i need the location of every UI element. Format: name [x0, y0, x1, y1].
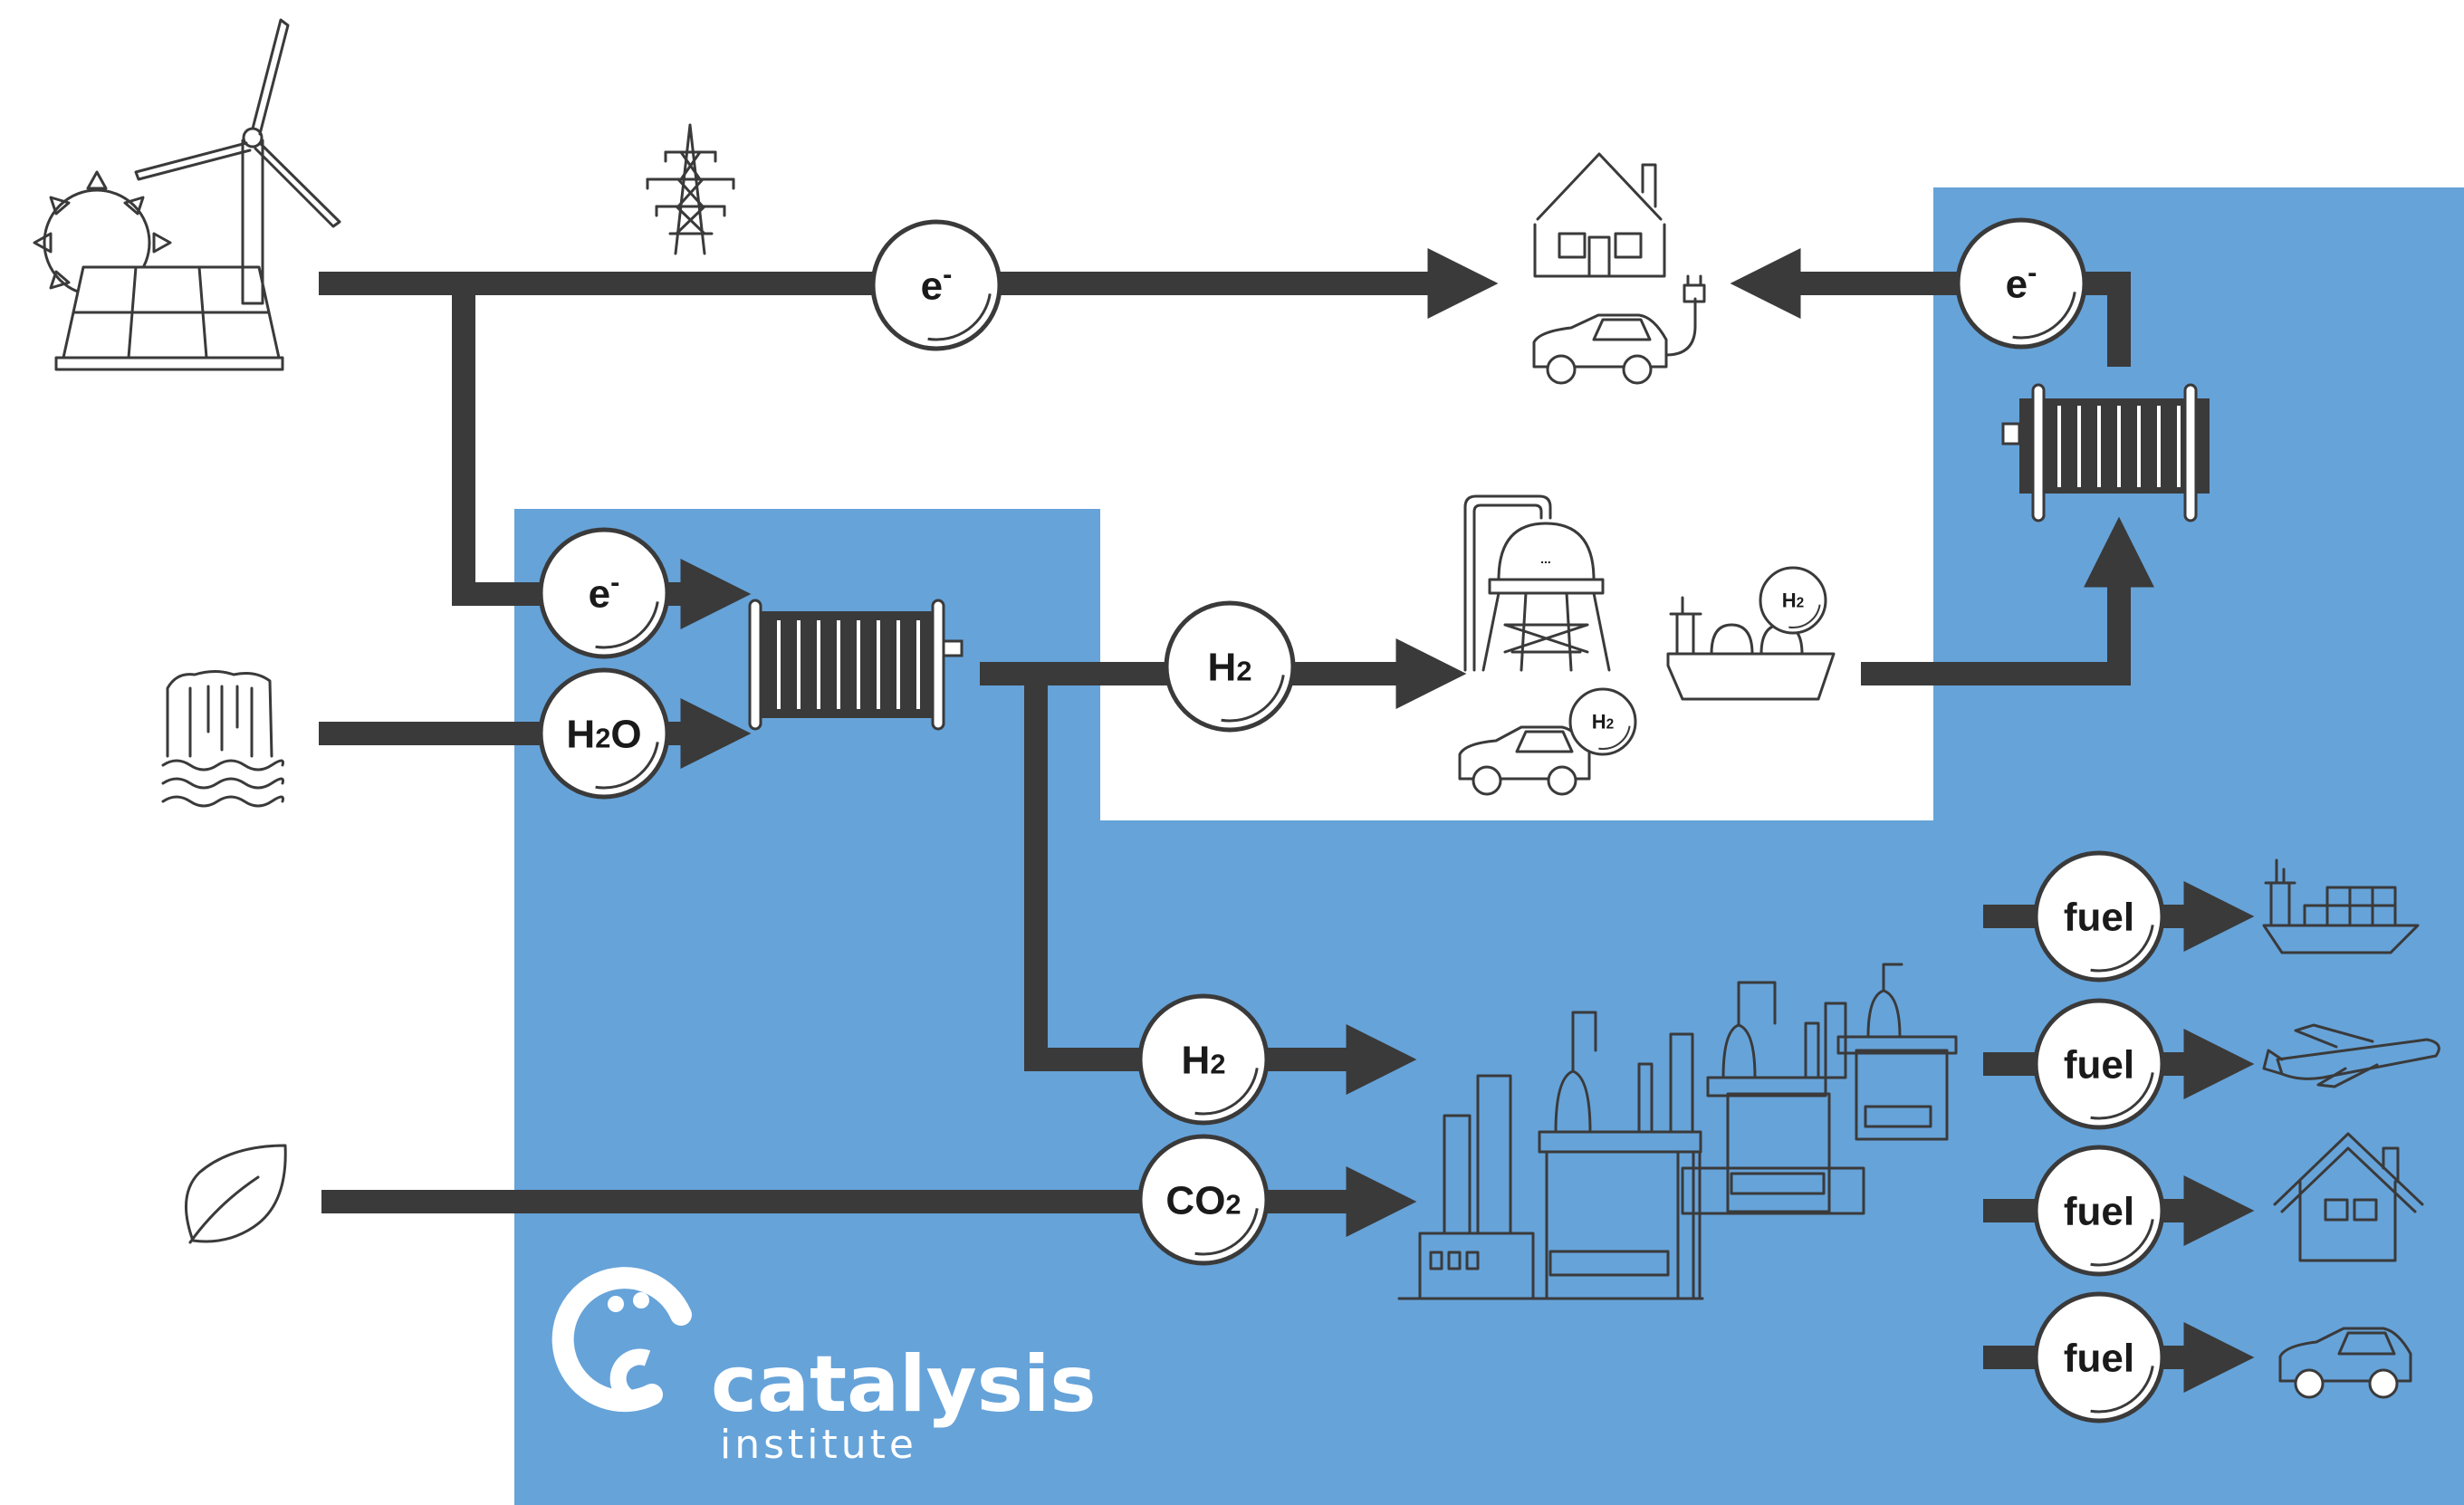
house-icon	[2273, 1132, 2424, 1262]
bubble-electricity-right: e-	[1955, 217, 2087, 350]
bubble-label: H2	[1592, 711, 1614, 733]
flow-electricity-return	[1730, 248, 2131, 367]
bubble-label: H2	[1782, 590, 1804, 612]
cargo-ship-icon	[2262, 858, 2420, 954]
blue-process-panel	[514, 187, 2464, 1505]
logo-name: catalysis	[711, 1339, 1097, 1430]
bubble-water-input: H2O	[538, 667, 670, 800]
bubble-label: fuel	[2064, 1042, 2134, 1087]
bubble-co2-input: CO2	[1137, 1134, 1270, 1266]
airplane-icon	[2262, 1023, 2440, 1088]
flow-ship-to-fuelcell	[1861, 516, 2154, 685]
bubble-electricity-top: e-	[870, 219, 1002, 351]
power-pylon-icon	[646, 123, 735, 255]
house-icon	[1533, 152, 1666, 278]
bubble-label: H2	[1182, 1038, 1226, 1082]
bubble-label: fuel	[2064, 895, 2134, 939]
bubble-label: CO2	[1165, 1178, 1241, 1222]
electrolyzer-stack-icon	[748, 599, 964, 731]
fuel-cell-stack-icon	[2001, 383, 2210, 522]
bubble-label: fuel	[2064, 1336, 2134, 1380]
electric-car-icon	[1532, 274, 1706, 385]
bubble-fuel-house: fuel	[2033, 1145, 2165, 1277]
bubble-label: e-	[921, 258, 953, 309]
hydrogen-car-icon	[1458, 725, 1591, 796]
bubble-hydrogen-synthesis: H2	[1137, 993, 1270, 1126]
catalysis-logo-mark	[551, 1267, 692, 1413]
car-icon	[2278, 1327, 2412, 1399]
bubble-electricity-input: e-	[538, 527, 670, 659]
solar-panel-wind-turbine-icon	[33, 18, 341, 371]
bubble-ship-h2: H2	[1759, 566, 1827, 635]
bubble-hydrogen-storage: H2	[1164, 600, 1296, 733]
leaf-icon	[184, 1144, 287, 1244]
bubble-fuel-car: fuel	[2033, 1291, 2165, 1424]
bubble-fuel-plane: fuel	[2033, 998, 2165, 1130]
bubble-car-h2: H2	[1568, 687, 1637, 756]
bubble-label: fuel	[2064, 1189, 2134, 1233]
waterfall-icon	[161, 670, 284, 808]
bubble-label: H2O	[566, 712, 641, 756]
hydrogen-storage-tank-icon: ...	[1463, 494, 1611, 672]
refinery-plant-icon	[1397, 963, 1958, 1300]
bubble-label: e-	[589, 566, 620, 617]
logo-subtitle: institute	[720, 1422, 917, 1468]
svg-text:...: ...	[1540, 551, 1551, 566]
bubble-label: H2	[1208, 645, 1252, 689]
bubble-label: e-	[2006, 256, 2037, 307]
bubble-fuel-ship: fuel	[2033, 850, 2165, 983]
catalysis-institute-logo: catalysis institute	[551, 1267, 1097, 1468]
